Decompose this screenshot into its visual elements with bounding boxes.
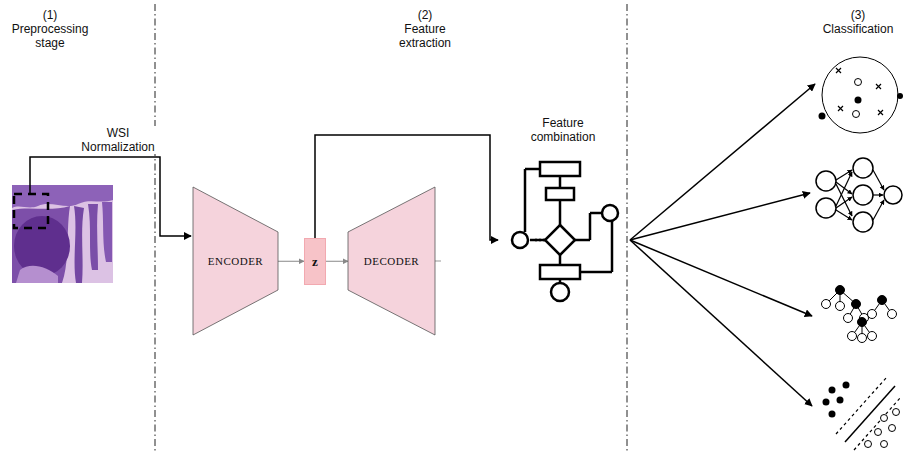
feature-combination-block: Feature combination — [498, 112, 628, 304]
connector-arrow — [278, 261, 304, 262]
latent-box-shape — [305, 239, 326, 285]
stage-separator — [155, 4, 156, 452]
stage-title: Classification — [815, 22, 901, 36]
neural-network-icon — [816, 158, 902, 232]
connector-arrow — [326, 261, 348, 262]
latent-vector-box: z — [304, 238, 326, 285]
stage-separator — [627, 4, 628, 452]
stage-number: (2) — [405, 8, 445, 22]
decision-tree-icon — [822, 286, 897, 343]
svm-icon — [823, 378, 901, 450]
trapezoid-shape — [193, 187, 278, 335]
normalization-line — [30, 157, 191, 236]
decoder-output-stub — [435, 261, 441, 262]
encoder-label: ENCODER — [208, 254, 263, 268]
wsi-image — [12, 185, 113, 283]
latent-label: z — [312, 255, 318, 269]
stage-title: Preprocessing stage — [4, 22, 96, 50]
stage-number: (3) — [838, 8, 878, 22]
decoder-trapezoid: DECODER — [348, 187, 435, 335]
flowchart-icon — [512, 162, 618, 301]
trapezoid-shape — [348, 187, 435, 335]
stage-title: Feature extraction — [384, 22, 466, 50]
stage-number: (1) — [30, 8, 70, 22]
process-label: WSI Normalization — [76, 126, 160, 154]
feature-combination-label: Feature combination — [518, 116, 608, 144]
knn-icon — [819, 57, 904, 133]
decoder-label: DECODER — [364, 254, 419, 268]
encoder-trapezoid: ENCODER — [193, 187, 278, 335]
classifier-arrows — [630, 84, 815, 406]
